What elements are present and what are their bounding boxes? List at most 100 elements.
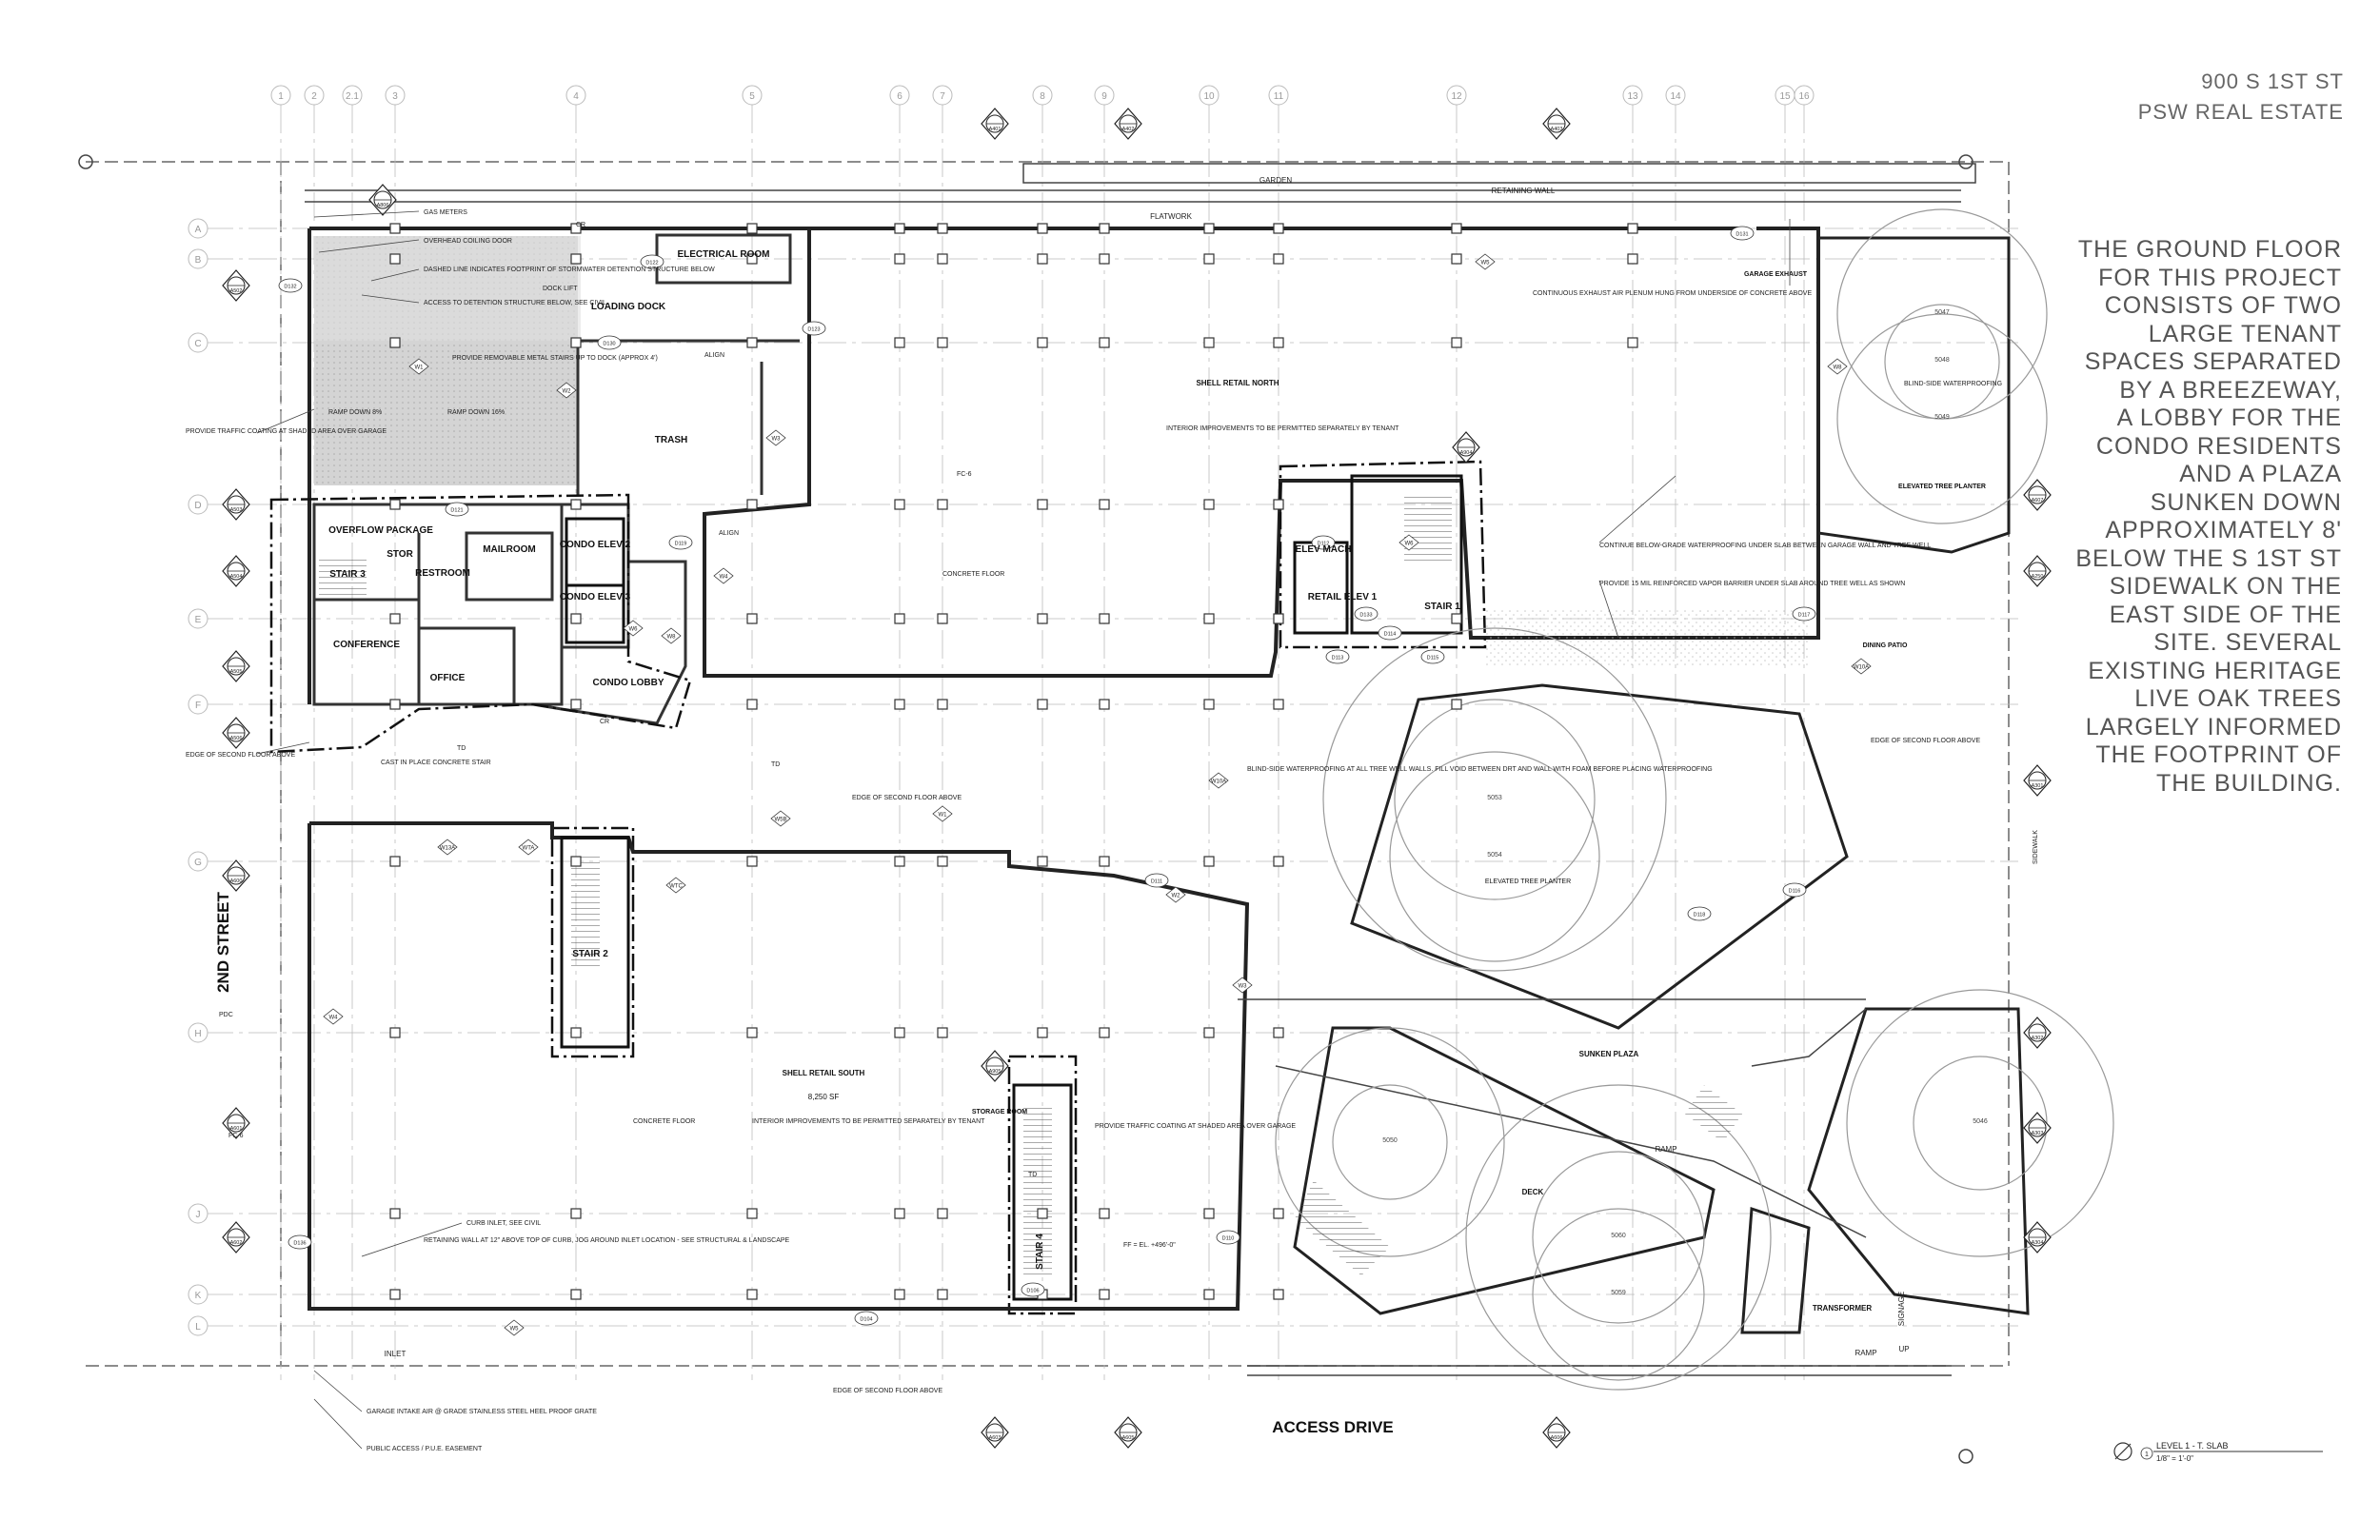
wall-tag-label: W5 [1481, 261, 1491, 267]
note-traffic-coating-south: PROVIDE TRAFFIC COATING AT SHADED AREA O… [1095, 1123, 1296, 1130]
description-line: THE BUILDING. [2156, 769, 2342, 797]
grid-bubble [1032, 85, 1053, 106]
stair-4-treads [1023, 1104, 1052, 1275]
description-line: SUNKEN DOWN [2150, 488, 2342, 516]
structural-column [1099, 1289, 1110, 1300]
door-tag [288, 1234, 312, 1250]
grid-bubble [188, 248, 208, 269]
wall-tag [1851, 658, 1872, 675]
structural-column [937, 223, 948, 234]
wall-tag-label: W10A [1211, 780, 1226, 785]
room-garage-exhaust: GARAGE EXHAUST [1744, 271, 1808, 278]
structural-column [1273, 613, 1284, 624]
grid-bubble-label: J [196, 1210, 201, 1220]
wall-tag [1232, 977, 1253, 994]
wall-tag [623, 620, 644, 637]
structural-column [570, 337, 582, 348]
wall-tag-label: W10A [1854, 665, 1869, 671]
room-stair-1: STAIR 1 [1424, 602, 1460, 612]
drawing-title-block: 1 LEVEL 1 - T. SLAB 1/8" = 1'-0" [2113, 1441, 2323, 1463]
wall-tag [1398, 534, 1419, 551]
note-gas-meters: GAS METERS [424, 209, 467, 216]
wall-tag [665, 877, 686, 894]
note-blind-side: BLIND-SIDE WATERPROOFING [1904, 381, 2002, 387]
section-marker-label: A603 [989, 1435, 1002, 1441]
door-tag-label: D115 [1427, 656, 1439, 661]
description-line: THE FOOTPRINT OF [2095, 741, 2342, 768]
grid-bubble-label: 16 [1798, 91, 1810, 102]
structural-column [1273, 499, 1284, 510]
section-marker-label: A606 [1551, 1435, 1563, 1441]
structural-column [746, 253, 758, 265]
label-retaining-wall: RETAINING WALL [1492, 187, 1556, 195]
door-tag [445, 502, 469, 517]
room-restroom: RESTROOM [415, 568, 470, 579]
wall-tag-label: W8 [667, 635, 677, 641]
wall-tag [932, 805, 953, 822]
site-corner-marker [1958, 1449, 1973, 1464]
structural-column [570, 699, 582, 710]
door-tag [802, 321, 826, 336]
tree-tag: 5046 [1973, 1118, 1988, 1125]
tree-tag: 5048 [1934, 357, 1950, 364]
grid-bubble [932, 85, 953, 106]
structural-column [1273, 337, 1284, 348]
room-stair-2: STAIR 2 [572, 949, 608, 959]
structural-column [746, 1208, 758, 1219]
structural-column [1037, 499, 1048, 510]
structural-column [746, 1027, 758, 1038]
structural-column [1203, 1289, 1215, 1300]
structural-column [1037, 856, 1048, 867]
structural-column [894, 253, 905, 265]
dash-dot-boundaries [269, 460, 1487, 1315]
structural-column [1037, 337, 1048, 348]
structural-column [1451, 253, 1462, 265]
structural-column [1099, 1208, 1110, 1219]
structural-column [1273, 1289, 1284, 1300]
door-tag [1021, 1282, 1045, 1297]
wall-tag-label: W13A [440, 846, 455, 852]
room-stair-4: STAIR 4 [1035, 1234, 1045, 1270]
door-tag-label: D111 [1151, 879, 1162, 885]
grid-bubble-label: 11 [1274, 91, 1284, 102]
structural-column [570, 1208, 582, 1219]
structural-column [746, 223, 758, 234]
label-signage: SIGNAGE [1897, 1292, 1906, 1326]
structural-column [937, 856, 948, 867]
tree-tag: 5050 [1382, 1137, 1398, 1144]
wall-tag-label: W6 [629, 627, 639, 633]
structural-column [389, 1289, 401, 1300]
room-stor: STOR [387, 549, 413, 560]
project-description: THE GROUND FLOOR FOR THIS PROJECT CONSIS… [2056, 236, 2342, 798]
grid-bubble [270, 85, 291, 106]
grid-bubble-label: 2 [311, 91, 317, 102]
structural-column [1099, 499, 1110, 510]
room-shell-retail-south: SHELL RETAIL SOUTH [783, 1069, 865, 1077]
structural-column [570, 856, 582, 867]
door-tag [668, 535, 693, 550]
wall-tag-label: W6 [1405, 542, 1415, 547]
structural-column [389, 337, 401, 348]
description-line: CONDO RESIDENTS [2095, 432, 2342, 460]
structural-column [1273, 223, 1284, 234]
door-tag [854, 1311, 879, 1326]
grid-bubble [188, 1022, 208, 1043]
wall-tag-label: W8 [1834, 365, 1843, 371]
grid-bubble-label: L [195, 1322, 201, 1333]
door-tag [1325, 649, 1350, 664]
structural-column [1037, 1208, 1048, 1219]
structural-column [937, 1027, 948, 1038]
wall-tag-label: W1 [939, 813, 948, 819]
wall-tag [765, 429, 786, 446]
structural-column [937, 253, 948, 265]
wall-tag [408, 358, 429, 375]
door-tag [640, 254, 664, 269]
door-tag-label: D112 [1318, 542, 1330, 547]
grid-bubble-label: G [194, 858, 202, 868]
grid-bubble-label: 14 [1670, 91, 1681, 102]
note-retaining-wall: RETAINING WALL AT 12" ABOVE TOP OF CURB,… [424, 1237, 790, 1244]
tree-tag: 5059 [1611, 1290, 1626, 1296]
door-tag-label: D136 [293, 1241, 306, 1247]
structural-column [1203, 856, 1215, 867]
note-cr-1: CR [576, 222, 585, 228]
